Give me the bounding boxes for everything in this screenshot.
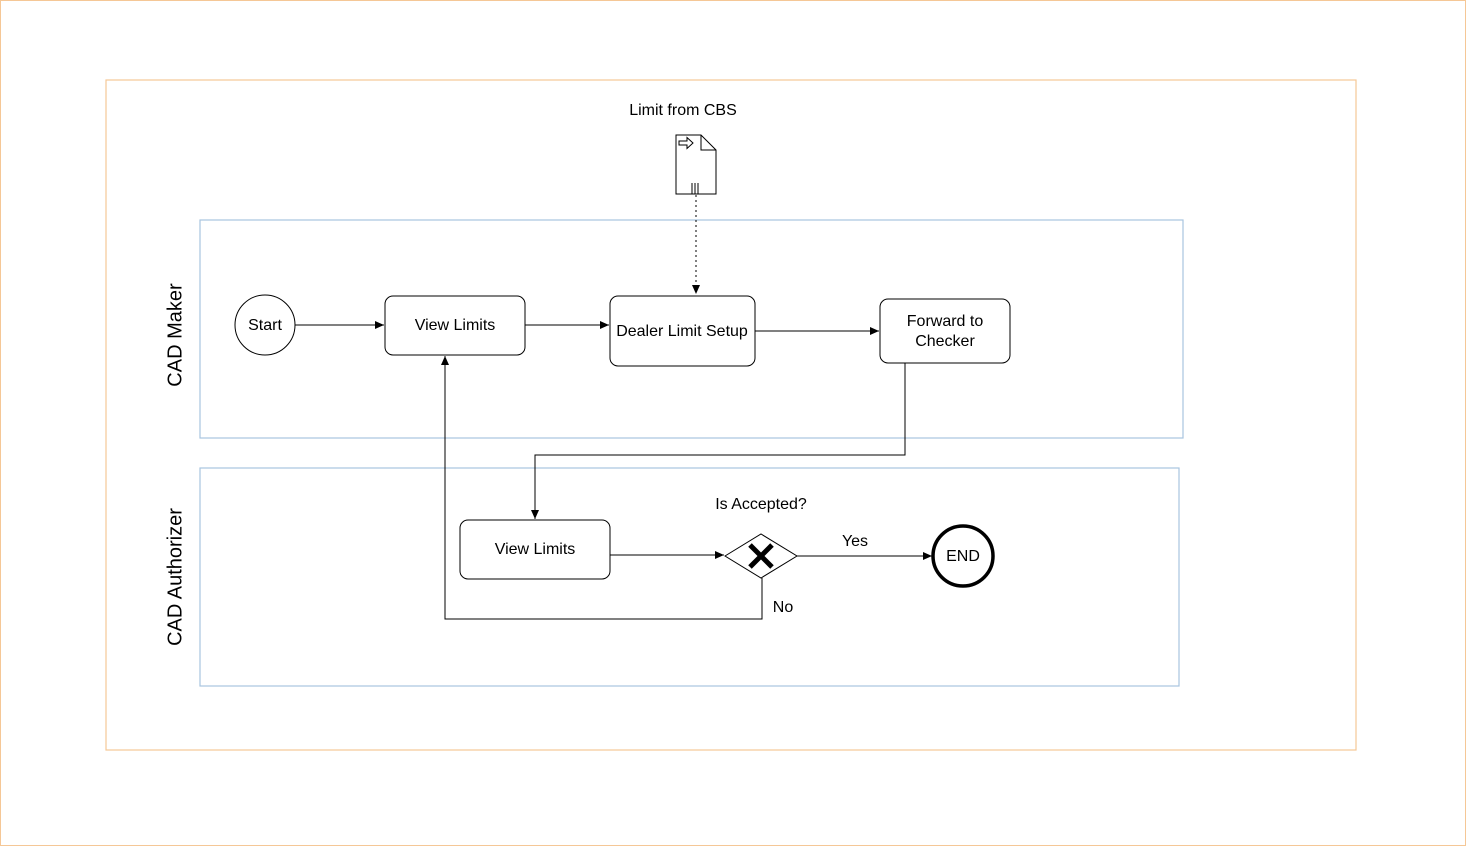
data-object-label: Limit from CBS: [629, 102, 737, 119]
gateway-x-icon: [748, 543, 774, 569]
flow-forward-to-authorizer: [531, 363, 906, 519]
lane-cad-maker: [199, 219, 1184, 439]
start-event-label: Start: [248, 317, 282, 334]
task-forward-to-checker-label-2: Checker: [915, 333, 975, 350]
end-event-label: END: [946, 548, 980, 565]
flow-gateway-no: [441, 356, 763, 620]
data-input-document-icon: [675, 134, 717, 195]
task-view-limits-maker-label: View Limits: [415, 317, 496, 334]
lane-cad-authorizer: [199, 467, 1180, 687]
task-view-limits-authorizer-label: View Limits: [495, 541, 576, 558]
edge-label-no: No: [773, 599, 794, 616]
lane-label-maker: CAD Maker: [164, 283, 186, 387]
edge-label-yes: Yes: [842, 533, 868, 550]
pool-border: [105, 79, 1357, 751]
task-forward-to-checker[interactable]: [879, 298, 1011, 364]
lane-label-authorizer: CAD Authorizer: [164, 508, 186, 646]
gateway-label: Is Accepted?: [715, 496, 807, 513]
task-dealer-limit-setup-label: Dealer Limit Setup: [616, 323, 748, 340]
task-view-limits-authorizer[interactable]: [459, 519, 611, 580]
task-forward-to-checker-label-1: Forward to: [907, 313, 984, 330]
end-event[interactable]: [931, 524, 995, 588]
